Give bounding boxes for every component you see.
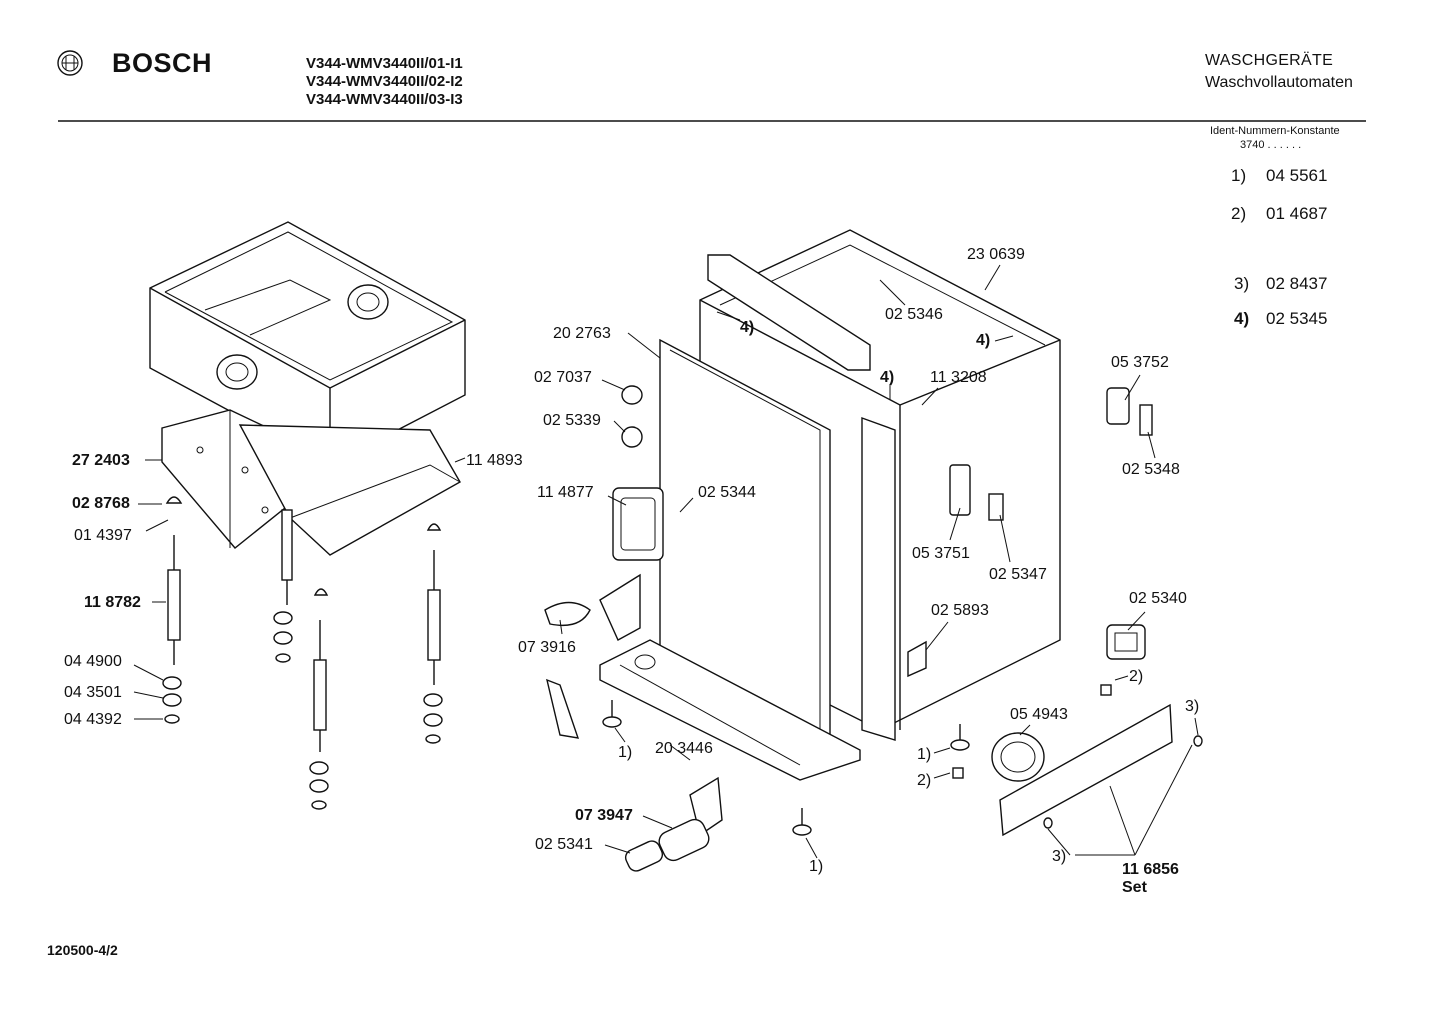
- ident-value-4: 02 5345: [1266, 309, 1328, 328]
- brand-name: BOSCH: [112, 48, 213, 78]
- label-04-4392: 04 4392: [64, 711, 122, 728]
- label-05-3752: 05 3752: [1111, 354, 1169, 371]
- label-07-3947: 07 3947: [575, 807, 633, 824]
- label-02-7037: 02 7037: [534, 369, 592, 386]
- ident-value-1: 04 5561: [1266, 166, 1328, 185]
- label-note-1-a: 1): [618, 744, 633, 761]
- label-20-2763: 20 2763: [553, 325, 611, 342]
- label-07-3916: 07 3916: [518, 639, 576, 656]
- label-11-6856: 11 6856: [1122, 861, 1179, 878]
- label-02-5341: 02 5341: [535, 836, 593, 853]
- label-note-2-a: 2): [1129, 668, 1144, 685]
- label-11-8782: 11 8782: [84, 594, 141, 611]
- label-11-4877: 11 4877: [537, 484, 594, 501]
- label-02-5346: 02 5346: [885, 306, 943, 323]
- label-note-3-b: 3): [1052, 848, 1067, 865]
- label-04-3501: 04 3501: [64, 684, 122, 701]
- document-code: 120500-4/2: [47, 942, 118, 958]
- label-set: Set: [1122, 879, 1147, 896]
- label-01-4397: 01 4397: [74, 527, 132, 544]
- label-02-5340: 02 5340: [1129, 590, 1187, 607]
- label-02-5339: 02 5339: [543, 412, 601, 429]
- label-note-3-a: 3): [1185, 698, 1200, 715]
- model-line-3: V344-WMV3440II/03-I3: [306, 91, 463, 108]
- ident-value-2: 01 4687: [1266, 204, 1328, 223]
- category-subtitle: Waschvollautomaten: [1205, 74, 1353, 91]
- ident-key-3: 3): [1234, 274, 1250, 293]
- base-bracket: [161, 409, 461, 556]
- model-line-2: V344-WMV3440II/02-I2: [306, 73, 463, 90]
- label-note-2-b: 2): [917, 772, 932, 789]
- tub-cover: [149, 221, 466, 466]
- label-note-4-b: 4): [976, 332, 991, 349]
- bosch-logo-icon: [57, 50, 83, 76]
- label-02-5348: 02 5348: [1122, 461, 1180, 478]
- label-02-5893: 02 5893: [931, 602, 989, 619]
- ident-prefix: 3740 . . . . . .: [1240, 139, 1302, 151]
- label-05-3751: 05 3751: [912, 545, 970, 562]
- washer-stacks: [162, 496, 443, 810]
- cabinet-frame: [599, 229, 1061, 781]
- label-02-5344: 02 5344: [698, 484, 756, 501]
- kick-panel: [991, 703, 1203, 837]
- category-title: WASCHGERÄTE: [1205, 52, 1334, 69]
- leader-lines: [133, 264, 1199, 859]
- label-27-2403: 27 2403: [72, 452, 130, 469]
- label-note-4-a: 4): [740, 319, 755, 336]
- ident-key-4: 4): [1234, 309, 1250, 328]
- label-23-0639: 23 0639: [967, 246, 1025, 263]
- label-11-4893: 11 4893: [466, 452, 523, 469]
- ident-key-2: 2): [1231, 204, 1247, 223]
- label-20-3446: 20 3446: [655, 740, 713, 757]
- label-02-8768: 02 8768: [72, 495, 130, 512]
- label-note-1-c: 1): [809, 858, 824, 875]
- label-05-4943: 05 4943: [1010, 706, 1068, 723]
- small-parts: [544, 385, 1153, 837]
- label-04-4900: 04 4900: [64, 653, 122, 670]
- label-11-3208: 11 3208: [930, 369, 987, 386]
- capacitor-parts: [624, 818, 710, 872]
- model-line-1: V344-WMV3440II/01-I1: [306, 55, 463, 72]
- ident-key-1: 1): [1231, 166, 1247, 185]
- label-note-4-c: 4): [880, 369, 895, 386]
- label-note-1-b: 1): [917, 746, 932, 763]
- label-02-5347: 02 5347: [989, 566, 1047, 583]
- ident-value-3: 02 8437: [1266, 274, 1328, 293]
- levelling-feet: [602, 700, 970, 836]
- shock-absorbers: [167, 509, 441, 752]
- ident-title: Ident-Nummern-Konstante: [1210, 125, 1340, 137]
